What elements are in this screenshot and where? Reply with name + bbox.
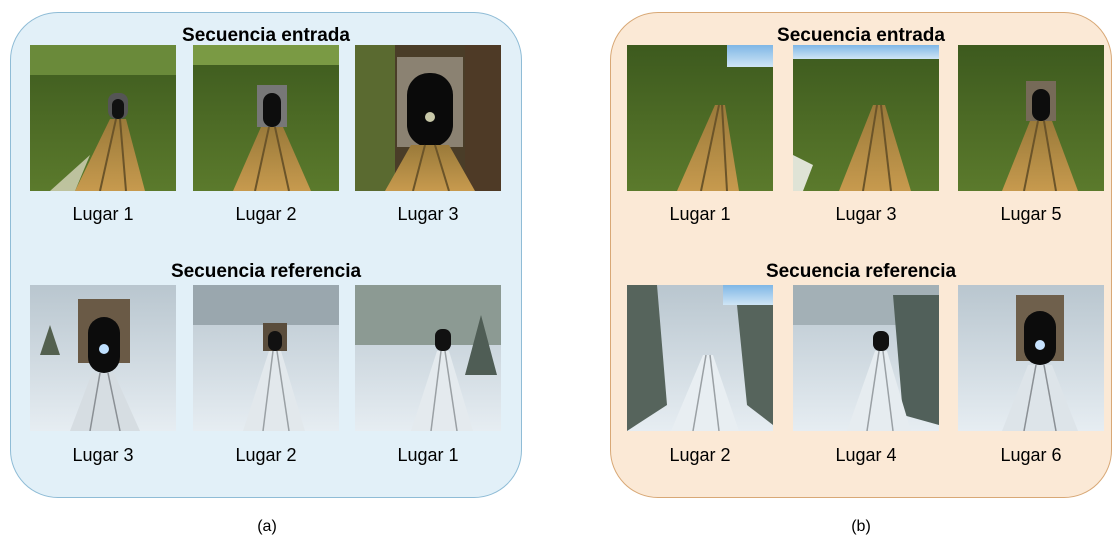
place-label: Lugar 3 [397, 204, 459, 224]
winter-railway-photo [627, 285, 773, 431]
summer-tunnel-photo [193, 45, 339, 191]
reference-sequence-title: Secuencia referencia [170, 261, 362, 282]
place-label: Lugar 3 [835, 204, 897, 224]
panel-a-caption: (a) [257, 518, 277, 535]
winter-tunnel-photo [958, 285, 1104, 431]
winter-tunnel-photo [30, 285, 176, 431]
input-sequence-title: Secuencia entrada [777, 25, 945, 46]
place-label: Lugar 3 [72, 445, 134, 465]
place-label: Lugar 2 [669, 445, 731, 465]
winter-tunnel-photo [355, 285, 501, 431]
panel-b-caption: (b) [851, 518, 871, 535]
place-label: Lugar 2 [235, 445, 297, 465]
summer-railway-photo [627, 45, 773, 191]
summer-tunnel-photo [958, 45, 1104, 191]
summer-railway-photo [793, 45, 939, 191]
summer-tunnel-photo [30, 45, 176, 191]
reference-sequence-title: Secuencia referencia [765, 261, 957, 282]
place-label: Lugar 4 [835, 445, 897, 465]
place-label: Lugar 6 [1000, 445, 1062, 465]
winter-tunnel-photo [193, 285, 339, 431]
place-label: Lugar 1 [669, 204, 731, 224]
winter-tunnel-photo [793, 285, 939, 431]
place-label: Lugar 1 [72, 204, 134, 224]
place-label: Lugar 2 [235, 204, 297, 224]
summer-tunnel-photo [355, 45, 501, 191]
place-label: Lugar 1 [397, 445, 459, 465]
place-label: Lugar 5 [1000, 204, 1062, 224]
input-sequence-title: Secuencia entrada [182, 25, 350, 46]
